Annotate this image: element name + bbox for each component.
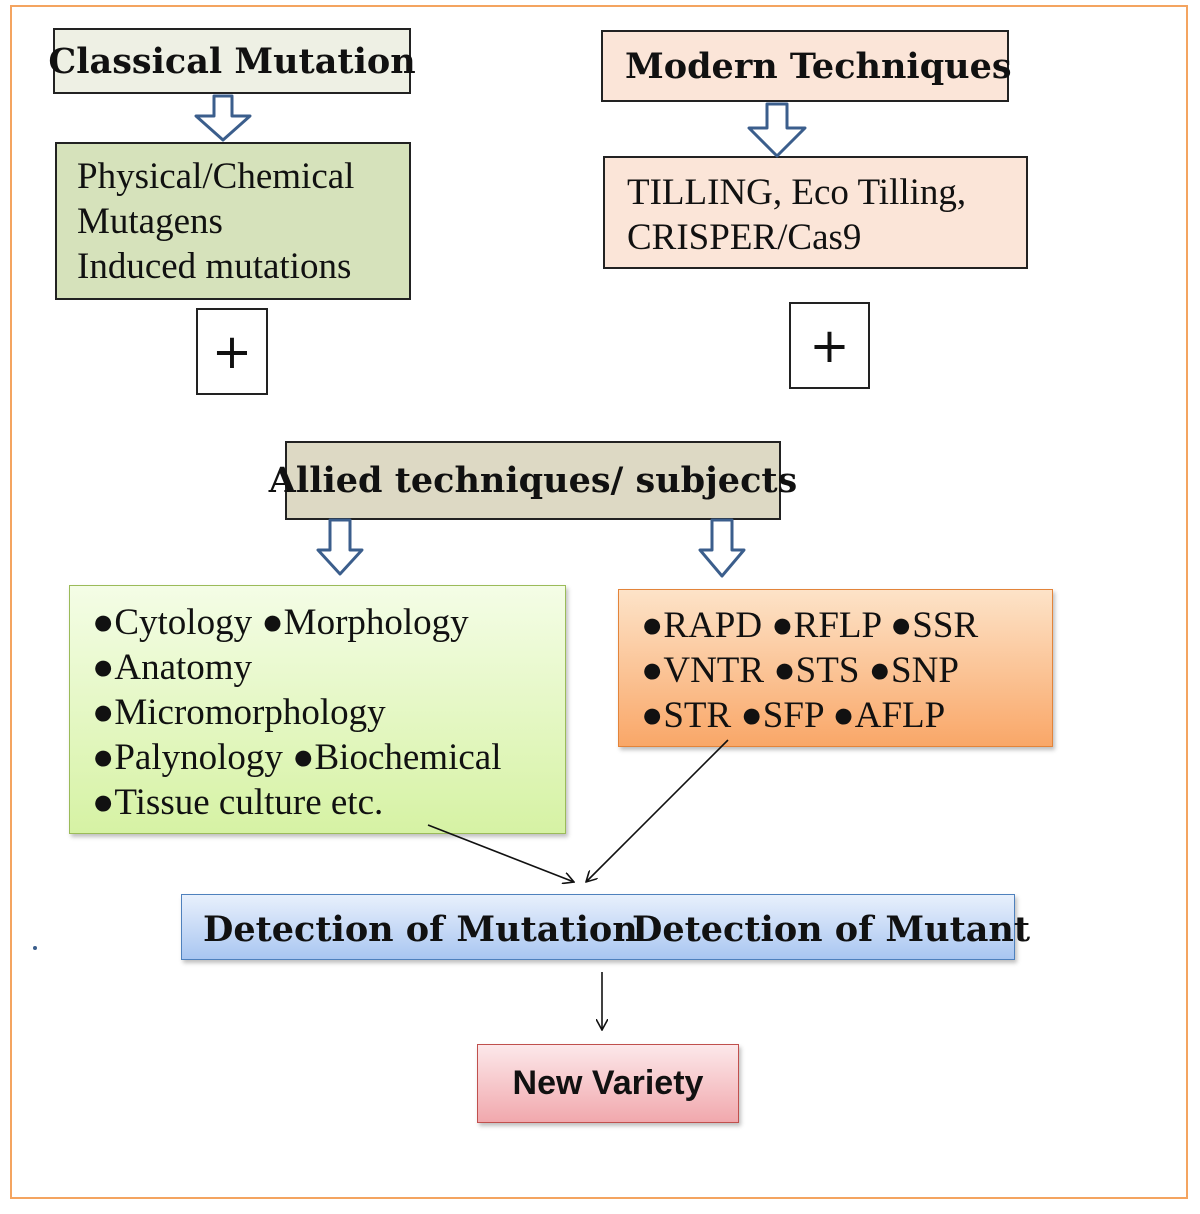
stray-dot <box>33 946 37 950</box>
mutagens-line-1: Physical/Chemical <box>77 156 355 197</box>
arrow-subjects-to-detection <box>427 824 574 882</box>
mutagens-line-2: Mutagens <box>77 201 223 242</box>
subjects-line-2: ●Anatomy <box>92 647 253 688</box>
hollow-arrow-markers-icon <box>698 518 746 578</box>
markers-line-2: ●VNTR ●STS ●SNP <box>641 650 959 691</box>
markers-list-box: ●RAPD ●RFLP ●SSR ●VNTR ●STS ●SNP ●STR ●S… <box>618 589 1053 747</box>
tilling-box: TILLING, Eco Tilling, CRISPER/Cas9 <box>603 156 1028 269</box>
plus-box-left: + <box>196 308 268 395</box>
classical-mutation-box: Classical Mutation <box>48 28 416 94</box>
plus-symbol-right: + <box>809 317 850 374</box>
new-variety-label: New Variety <box>512 1064 704 1102</box>
markers-line-1: ●RAPD ●RFLP ●SSR <box>641 605 979 646</box>
modern-techniques-title: Modern Techniques <box>625 45 1012 87</box>
classical-mutation-title: Classical Mutation <box>48 40 416 82</box>
subjects-line-5: ●Tissue culture etc. <box>92 782 384 823</box>
mutagens-box: Physical/Chemical Mutagens Induced mutat… <box>55 142 411 300</box>
detection-of-mutant: Detection of Mutant <box>632 909 1031 950</box>
plus-box-right: + <box>789 302 870 389</box>
mutagens-line-3: Induced mutations <box>77 246 352 287</box>
detection-box: Detection of Mutation Detection of Mutan… <box>181 894 1030 960</box>
modern-techniques-box: Modern Techniques <box>601 30 1012 102</box>
subjects-line-3: ●Micromorphology <box>92 692 386 733</box>
arrow-markers-to-detection <box>586 739 729 882</box>
markers-line-3: ●STR ●SFP ●AFLP <box>641 695 946 736</box>
hollow-arrow-modern-icon <box>747 102 807 158</box>
subjects-line-1: ●Cytology ●Morphology <box>92 602 469 643</box>
tilling-line-1: TILLING, Eco Tilling, <box>627 172 967 213</box>
tilling-line-2: CRISPER/Cas9 <box>627 217 862 258</box>
hollow-arrow-subjects-icon <box>316 518 364 576</box>
allied-techniques-box: Allied techniques/ subjects <box>269 441 797 520</box>
plus-symbol-left: + <box>211 323 253 380</box>
outer-frame <box>10 5 1188 1199</box>
allied-techniques-title: Allied techniques/ subjects <box>268 460 798 501</box>
subjects-line-4: ●Palynology ●Biochemical <box>92 737 502 778</box>
hollow-arrow-classical-icon <box>194 94 252 142</box>
subjects-list-box: ●Cytology ●Morphology ●Anatomy ●Micromor… <box>69 585 566 834</box>
detection-of-mutation: Detection of Mutation <box>203 909 638 950</box>
new-variety-box: New Variety <box>477 1044 739 1123</box>
